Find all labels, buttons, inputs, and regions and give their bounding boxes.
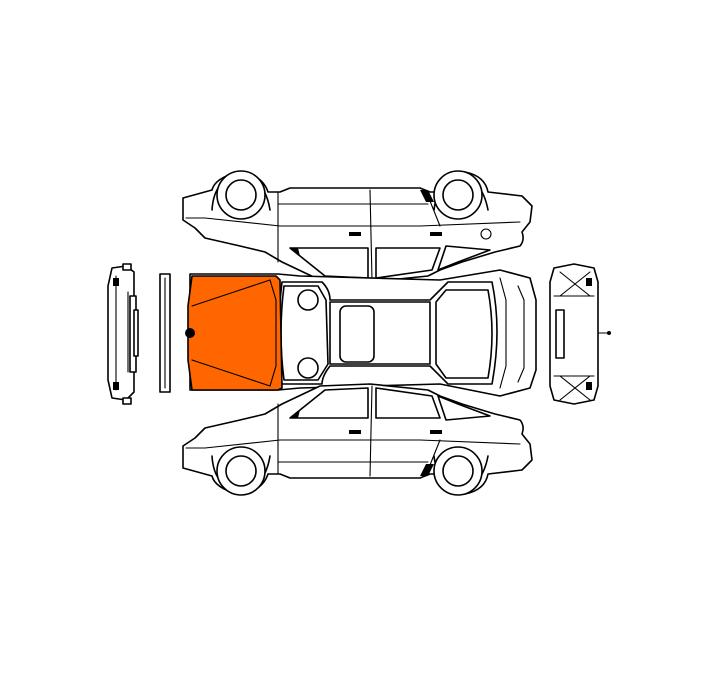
rear-view-left-lamp: [586, 278, 592, 286]
upper-mirror: [290, 248, 300, 256]
hood-crease-lower: [191, 359, 271, 387]
lower-rear-pillar-mark: [420, 464, 434, 476]
upper-belt-line: [185, 217, 521, 227]
lower-quarter-window: [437, 395, 491, 421]
upper-front-handle: [349, 232, 361, 236]
front-view-right-lamp: [113, 382, 119, 390]
upper-door-split: [369, 189, 373, 281]
rear-view-antenna-tip: [607, 331, 611, 335]
rear-view-cross-top: [559, 271, 591, 297]
rear-view-outline: [549, 263, 599, 405]
front-bumper-view[interactable]: [107, 263, 139, 405]
lower-belt-line: [185, 439, 521, 449]
upper-rear-window: [375, 247, 441, 279]
hood-panel: [187, 275, 283, 391]
lower-rear-hub: [442, 455, 474, 487]
plan-right-mirror: [297, 357, 319, 379]
plan-trunk-edge: [517, 285, 525, 383]
plan-rear-window: [435, 289, 493, 379]
front-view-top-mirror: [122, 263, 132, 271]
lower-front-window: [289, 387, 369, 419]
windshield-strip[interactable]: [159, 273, 171, 393]
front-view-left-lamp: [113, 278, 119, 286]
plan-left-mirror: [297, 289, 319, 311]
lower-front-hub: [225, 455, 257, 487]
hood-crease-upper: [191, 279, 271, 307]
rear-view-plate: [555, 309, 565, 359]
upper-quarter-window: [437, 245, 491, 271]
rear-view-bands: [553, 295, 595, 377]
rear-view[interactable]: [549, 263, 611, 405]
front-view-bumper-insert: [133, 309, 139, 357]
rear-view-right-lamp: [586, 382, 592, 390]
upper-rear-hub: [442, 179, 474, 211]
lower-front-handle: [349, 430, 361, 434]
side-view-lower[interactable]: [182, 383, 533, 496]
upper-fuel-cap: [480, 228, 492, 240]
lower-rear-handle: [430, 430, 442, 434]
rear-view-cross-bottom: [559, 375, 591, 401]
lower-mirror: [290, 410, 300, 418]
plan-trunk-line: [499, 277, 507, 389]
lower-rear-window: [375, 387, 441, 419]
plan-sunroof: [339, 305, 375, 363]
hood-corner-upper: [269, 279, 277, 301]
hood-corner-lower: [269, 365, 277, 387]
side-view-upper[interactable]: [182, 170, 533, 283]
hood[interactable]: [185, 275, 283, 391]
hood-emblem: [185, 328, 195, 338]
upper-rear-pillar-mark: [420, 190, 434, 202]
upper-rear-handle: [430, 232, 442, 236]
front-view-bottom-mirror: [122, 397, 132, 405]
upper-front-hub: [225, 179, 257, 211]
lower-door-split: [369, 385, 373, 477]
